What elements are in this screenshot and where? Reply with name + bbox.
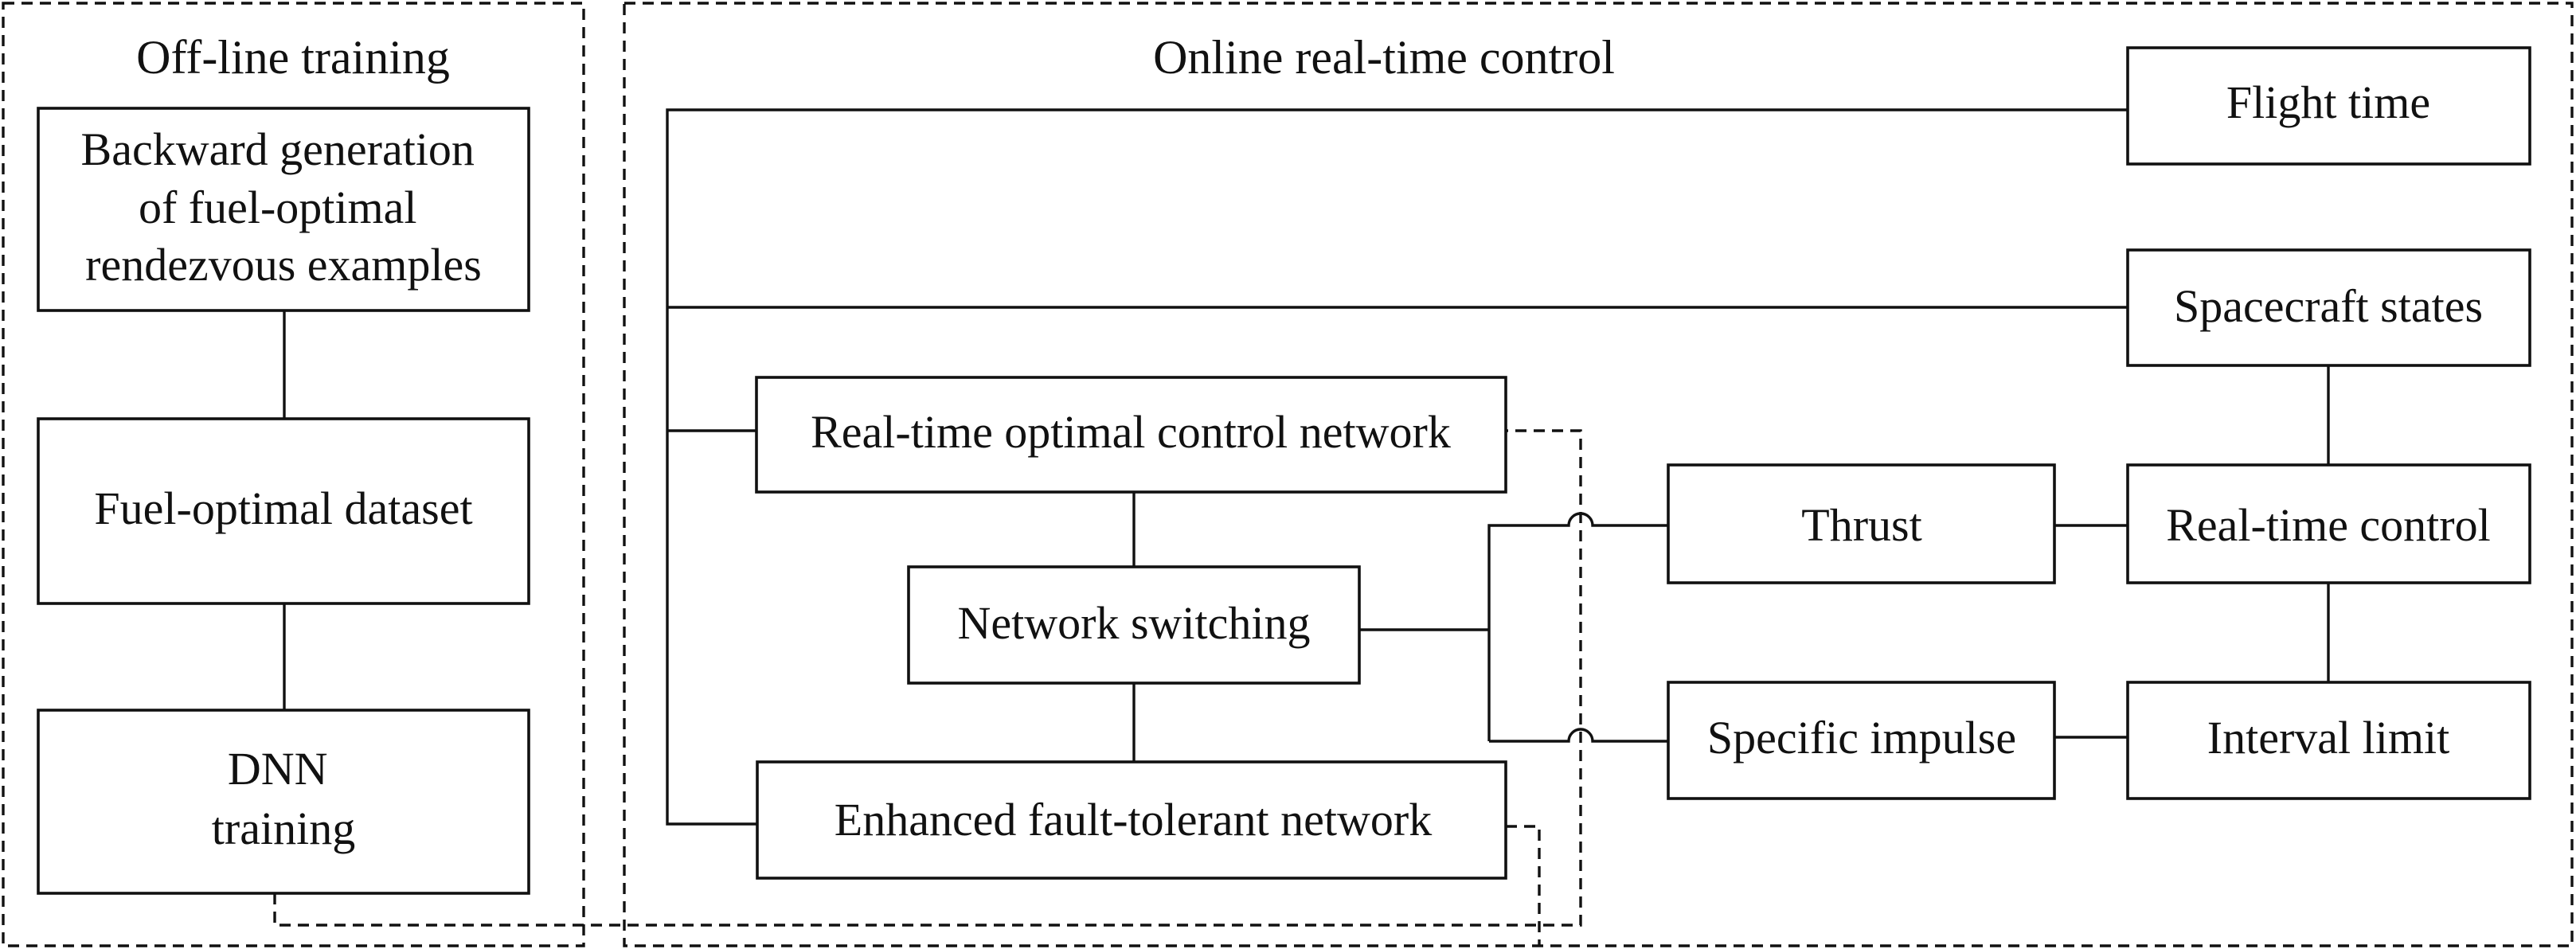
interval-limit-box: Interval limit xyxy=(2126,681,2531,800)
offline-region-title: Off-line training xyxy=(136,31,450,84)
fault-tolerant-network-box: Enhanced fault-tolerant network xyxy=(756,760,1507,880)
dataset-box: Fuel-optimal dataset xyxy=(37,417,530,605)
fault-tolerant-network-label: Enhanced fault-tolerant network xyxy=(835,794,1432,846)
interval-limit-label: Interval limit xyxy=(2207,712,2449,763)
dashed-link-fault-tolerant xyxy=(1506,825,1541,946)
realtime-control-box: Real-time control xyxy=(2126,463,2531,584)
optimal-control-network-label: Real-time optimal control network xyxy=(811,406,1451,458)
spacecraft-states-box: Spacecraft states xyxy=(2126,248,2531,367)
specific-impulse-label: Specific impulse xyxy=(1707,712,2016,763)
dashed-link-dnn-to-online xyxy=(273,429,1582,927)
switching-to-thrust xyxy=(1487,512,1668,741)
switching-to-specific-impulse xyxy=(1489,728,1668,743)
specific-impulse-box: Specific impulse xyxy=(1667,681,2056,800)
generation-label: Backward generation of fuel-optimal rend… xyxy=(81,123,487,291)
thrust-box: Thrust xyxy=(1667,463,2056,584)
optimal-control-network-box: Real-time optimal control network xyxy=(755,376,1507,494)
thrust-label: Thrust xyxy=(1801,499,1921,551)
dataset-label: Fuel-optimal dataset xyxy=(94,482,472,534)
online-input-bus xyxy=(666,108,2128,826)
flight-time-label: Flight time xyxy=(2226,76,2430,128)
online-region xyxy=(623,2,2574,947)
realtime-control-label: Real-time control xyxy=(2166,499,2490,551)
network-switching-label: Network switching xyxy=(958,597,1311,649)
spacecraft-states-label: Spacecraft states xyxy=(2174,280,2483,332)
online-region-title: Online real-time control xyxy=(1153,31,1615,84)
network-switching-box: Network switching xyxy=(907,565,1361,685)
flight-time-box: Flight time xyxy=(2126,46,2531,166)
generation-box: Backward generation of fuel-optimal rend… xyxy=(37,107,530,312)
dnn-training-box: DNN training xyxy=(37,709,530,895)
dnn-training-label: DNN training xyxy=(212,743,355,854)
offline-region xyxy=(2,2,585,947)
